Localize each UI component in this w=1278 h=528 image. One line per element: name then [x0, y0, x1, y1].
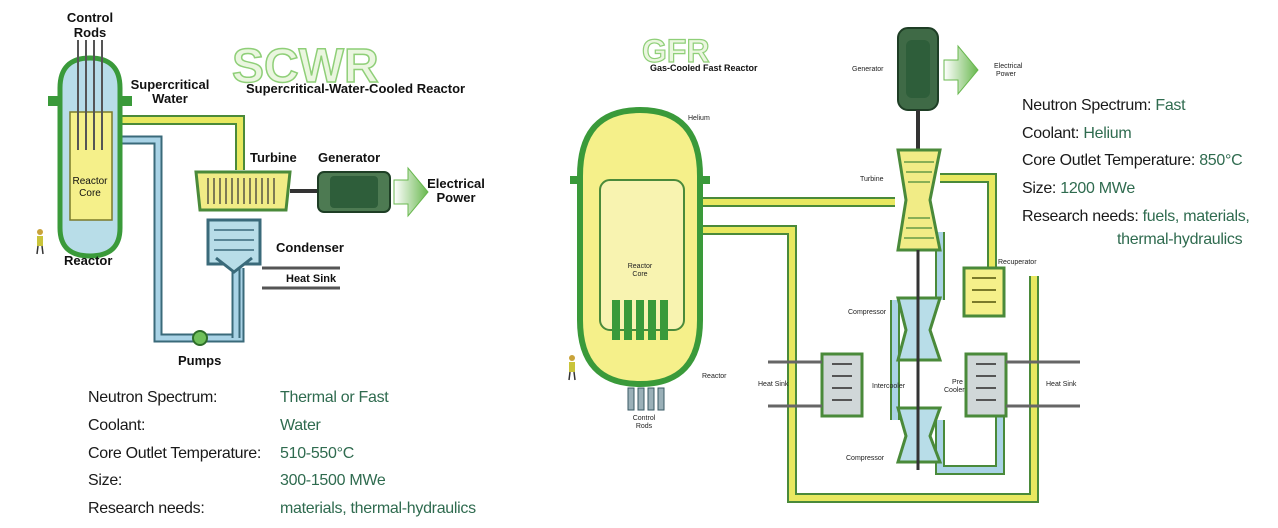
- gfr-label-generator: Generator: [852, 66, 884, 73]
- scwr-spec-label: Coolant:: [88, 417, 146, 434]
- gfr-spec-value: fuels, materials,: [1142, 208, 1250, 225]
- gfr-generator: [897, 27, 939, 150]
- scwr-spec-label: Neutron Spectrum:: [88, 389, 218, 406]
- scwr-subtitle: Supercritical-Water-Cooled Reactor: [246, 81, 465, 96]
- scwr-heat-sink-lines: [262, 266, 340, 290]
- scwr-label-electrical-2: Power: [436, 190, 475, 205]
- gfr-label-control-rods-1: Control: [633, 415, 656, 422]
- gfr-spec-row: Neutron Spectrum: Fast: [1022, 97, 1186, 115]
- gfr-control-rods: [627, 387, 665, 411]
- scwr-label-reactor-core-1: Reactor: [72, 176, 108, 187]
- gfr-label-precooler-2: Cooler: [944, 387, 965, 394]
- gfr-label-reactor-core-2: Core: [632, 271, 647, 278]
- gfr-label-electrical-1: Electrical: [994, 63, 1023, 70]
- gfr-label-recuperator: Recuperator: [998, 259, 1037, 266]
- gfr-label-compressor-top: Compressor: [848, 309, 887, 316]
- scwr-label-condenser: Condenser: [276, 240, 344, 255]
- scwr-spec-value: materials, thermal-hydraulics: [280, 500, 476, 517]
- gfr-subtitle: Gas-Cooled Fast Reactor: [650, 63, 758, 73]
- scwr-label-generator: Generator: [318, 150, 380, 165]
- gfr-spec-label: Core Outlet Temperature:: [1022, 152, 1196, 169]
- scwr-label-turbine: Turbine: [250, 150, 297, 165]
- scwr-spec-label: Core Outlet Temperature:: [88, 445, 262, 462]
- scwr-label-pumps: Pumps: [178, 353, 221, 368]
- scwr-condenser: [206, 218, 262, 274]
- gfr-label-heat-sink-right: Heat Sink: [1046, 381, 1077, 388]
- gfr-label-turbine: Turbine: [860, 176, 884, 183]
- scwr-generator: [317, 171, 391, 213]
- gfr-spec-row: Research needs: fuels, materials,: [1022, 208, 1250, 226]
- scwr-spec-value: 300-1500 MWe: [280, 472, 386, 489]
- gfr-spec-row: Core Outlet Temperature: 850°C: [1022, 152, 1243, 170]
- gfr-spec-label: Size:: [1022, 180, 1057, 197]
- gfr-spec-row: Size: 1200 MWe: [1022, 180, 1135, 198]
- gfr-label-intercooler: Intercooler: [872, 383, 906, 390]
- scwr-spec-label: Size:: [88, 472, 123, 489]
- gfr-heat-sink-lines: [768, 360, 1080, 408]
- gfr-spec-label: Coolant:: [1022, 125, 1080, 142]
- gfr-label-helium: Helium: [688, 115, 710, 122]
- gfr-turbine: [896, 148, 942, 252]
- scwr-label-control-rods-2: Rods: [74, 25, 107, 40]
- scwr-spec-label: Research needs:: [88, 500, 205, 517]
- scwr-control-rods: [77, 40, 103, 150]
- gfr-spec-value: Helium: [1083, 125, 1132, 142]
- gfr-label-electrical-2: Power: [996, 71, 1017, 78]
- scwr-label-electrical-1: Electrical: [427, 176, 485, 191]
- scwr-diagram: SCWR Supercritical-Water-Cooled Reactor: [36, 10, 485, 368]
- scwr-power-arrow: [393, 166, 429, 218]
- scwr-pump: [192, 330, 208, 346]
- scwr-person-icon: [36, 229, 44, 255]
- gfr-person-icon: [568, 355, 576, 381]
- gfr-label-reactor-core-1: Reactor: [628, 263, 653, 270]
- gfr-label-precooler-1: Pre: [952, 379, 963, 386]
- gfr-spec-row: thermal-hydraulics: [1117, 231, 1243, 249]
- scwr-label-reactor: Reactor: [64, 253, 112, 268]
- gfr-label-compressor-bottom: Compressor: [846, 455, 885, 462]
- gfr-precooler: [964, 352, 1008, 418]
- gfr-intercooler: [820, 352, 864, 418]
- gfr-spec-value: 850°C: [1199, 152, 1243, 169]
- scwr-spec-value: Water: [280, 417, 321, 434]
- gfr-reactor-vessel: [570, 106, 710, 388]
- gfr-spec-label: Research needs:: [1022, 208, 1139, 225]
- gfr-label-heat-sink-left: Heat Sink: [758, 381, 789, 388]
- scwr-label-heat-sink: Heat Sink: [286, 273, 337, 285]
- gfr-power-arrow: [943, 44, 979, 96]
- gfr-diagram: GFR Gas-Cooled Fast Reactor: [568, 27, 1080, 503]
- scwr-spec-value: Thermal or Fast: [280, 389, 389, 406]
- scwr-turbine: [194, 170, 318, 212]
- gfr-recuperator: [962, 266, 1006, 318]
- gfr-label-control-rods-2: Rods: [636, 423, 653, 430]
- scwr-label-supercritical-1: Supercritical: [131, 77, 210, 92]
- scwr-logo: SCWR: [232, 40, 379, 93]
- scwr-label-supercritical-2: Water: [152, 91, 188, 106]
- gfr-spec-label: Neutron Spectrum:: [1022, 97, 1152, 114]
- gfr-spec-value: 1200 MWe: [1060, 180, 1135, 197]
- gfr-spec-value: Fast: [1155, 97, 1186, 114]
- scwr-label-reactor-core-2: Core: [79, 188, 101, 199]
- gfr-spec-value: thermal-hydraulics: [1117, 231, 1243, 248]
- gfr-logo: GFR: [642, 33, 710, 69]
- scwr-spec-table: Neutron Spectrum: Thermal or Fast Coolan…: [88, 389, 476, 517]
- gfr-spec-row: Coolant: Helium: [1022, 125, 1132, 143]
- scwr-label-control-rods-1: Control: [67, 10, 113, 25]
- scwr-spec-value: 510-550°C: [280, 445, 354, 462]
- gfr-label-reactor: Reactor: [702, 373, 727, 380]
